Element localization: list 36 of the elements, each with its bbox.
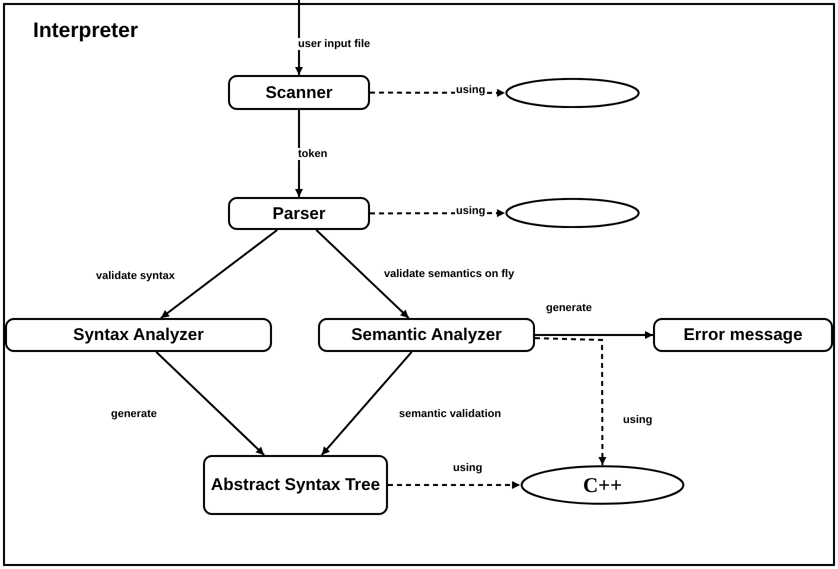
arrow: [320, 351, 412, 456]
edge-label: generate: [545, 302, 593, 314]
process-box: [203, 455, 388, 515]
process-box: [318, 318, 535, 352]
edge-label: user input file: [297, 38, 372, 50]
arrow: [160, 229, 278, 319]
node-label: Interpreter: [33, 19, 138, 44]
dashed-arrow: [388, 481, 520, 489]
edge-label: validate syntax: [95, 270, 176, 282]
node-label: Scanner: [265, 82, 333, 102]
edge-label: generate: [110, 408, 158, 420]
arrow: [535, 331, 653, 339]
edge-label: using: [452, 462, 484, 474]
arrow: [295, 110, 303, 197]
node-label: Semantic Analyzer: [351, 325, 502, 345]
node-label: Syntax Analyzer: [73, 325, 204, 345]
arrow: [295, 0, 303, 75]
arrow: [316, 229, 410, 319]
node-label: Abstract Syntax Tree: [210, 475, 380, 495]
node-label: Error message: [683, 325, 803, 345]
arrow: [156, 351, 265, 456]
process-box: [228, 75, 370, 110]
process-box: [5, 318, 272, 352]
node-label: C++: [582, 472, 622, 498]
ellipse-node: [520, 465, 685, 505]
edge-label: using: [455, 205, 486, 217]
dashed-arrow: [534, 337, 606, 465]
edge-label: token: [297, 148, 328, 160]
edge-label: validate semantics on fly: [383, 268, 516, 280]
edge-label: using: [455, 84, 486, 96]
process-box: [228, 197, 370, 230]
frame-border: [3, 3, 835, 566]
node-label: Parser: [272, 204, 326, 224]
edge-label: using: [622, 414, 654, 426]
process-box: [653, 318, 833, 352]
edge-label: semantic validation: [398, 408, 502, 420]
